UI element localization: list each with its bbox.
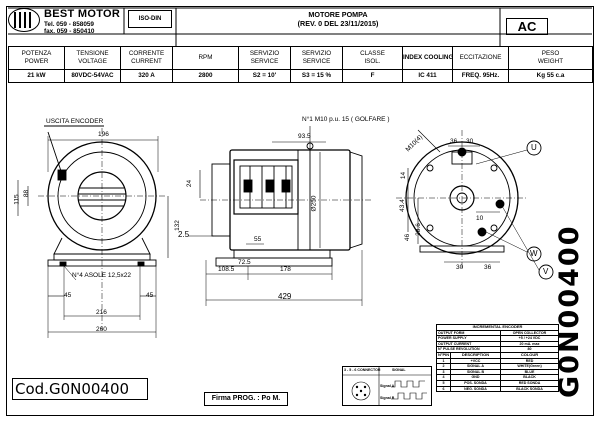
pin-number: 6 [436,385,451,393]
signal-label: SIGNAL [392,368,406,372]
signal-b-label: Signal B [380,396,395,400]
terminal-u-label: U [531,143,537,152]
dim-178: 178 [280,266,291,273]
iso-din-badge: ISO-DIN [128,10,172,28]
dim-10: 10 [476,215,484,222]
pin-colour: BLACK SONDA [499,385,560,393]
drawing-sheet-border [6,6,594,416]
dim-28-6: 28.6 [414,223,422,236]
dim-55: 55 [254,236,262,243]
encoder-signal-box [342,366,432,406]
pin-header-number: N°PIN [436,352,451,359]
product-code-box: Cod.G0N00400 [12,378,148,400]
label-uscita-encoder: USCITA ENCODER [46,118,104,125]
pin-colour: BLUE [499,368,560,376]
spec-header-rpm: RPM [172,46,239,70]
dim-196: 196 [98,131,109,138]
pin-description: NEG. SONDA [450,385,501,393]
dim-93-5: 93.5 [298,133,311,140]
dim-216: 216 [96,309,107,316]
terminal-v-label: V [543,267,549,276]
drawing-title: MOTORE POMPA (REV. 0 DEL 23/11/2015) [248,10,428,28]
dim-43-4: 43.4 [398,199,406,212]
brand-name: BEST MOTOR [44,8,121,20]
pin-colour: RED SONDA [499,379,560,387]
pin-colour: BLACK [499,374,560,381]
dim-14: 14 [400,171,408,180]
pin-colour: WHITE(Green) [499,363,560,370]
spec-value-rpm: 2800 [172,69,239,83]
encoder-table-title: INCREMENTAL ENCODER [435,324,560,331]
brand-tel: Tel. 059 - 858059 [44,21,94,28]
terminal-w-label: W [530,249,538,258]
brand-fax: fax. 059 - 850410 [44,28,95,35]
dim-2-5: 2.5 [178,230,190,239]
dim-30-bottom: 30 [456,264,464,271]
dim-72-5: 72.5 [238,259,251,266]
dim-36-bottom: 36 [484,264,492,271]
signal-a-label: Signal A [380,384,395,388]
encoder-row-value: 80 [499,346,560,353]
dim-30-top: 30 [466,138,474,145]
spec-value-service-s3: S3 = 15 % [290,69,343,83]
connector-label: 3 - 5 - 6 CONNECTOR [344,368,381,372]
encoder-row-value: +5 / +24 VDC [499,335,560,342]
best-motor-logo-icon [8,8,40,32]
dim-46: 46 [404,233,412,242]
dim-45-left: 45 [64,292,72,299]
pin-header-colour: COLOUR [499,352,560,359]
drawing-title-revision: (REV. 0 DEL 23/11/2015) [297,19,379,28]
dim-45-right: 45 [146,292,154,299]
signature-box: Firma PROG. : Po M. [204,392,288,406]
spec-value-service-s2: S2 = 10' [238,69,291,83]
dim-108-5: 108.5 [218,266,235,273]
pin-colour: RED [499,357,560,365]
dim-260: 260 [96,326,107,333]
drawing-title-main: MOTORE POMPA [308,10,368,19]
encoder-signal-diagram [343,367,431,405]
label-asole: N°4 ASOLE 12,5x22 [72,272,131,279]
spec-header-cooling: INDEX COOLING [402,46,453,70]
encoder-row-value: 20 mA. max [499,340,560,348]
label-golfare: N°1 M10 p.u. 15 ( GOLFARE ) [302,116,390,123]
spec-value-weight: Kg 55 c.a [508,69,593,83]
dim-36-top: 36 [450,138,458,145]
dim-429: 429 [278,292,292,301]
logo-emblem [14,12,31,28]
encoder-row-value: OPEN COLLECTOR [499,329,560,337]
